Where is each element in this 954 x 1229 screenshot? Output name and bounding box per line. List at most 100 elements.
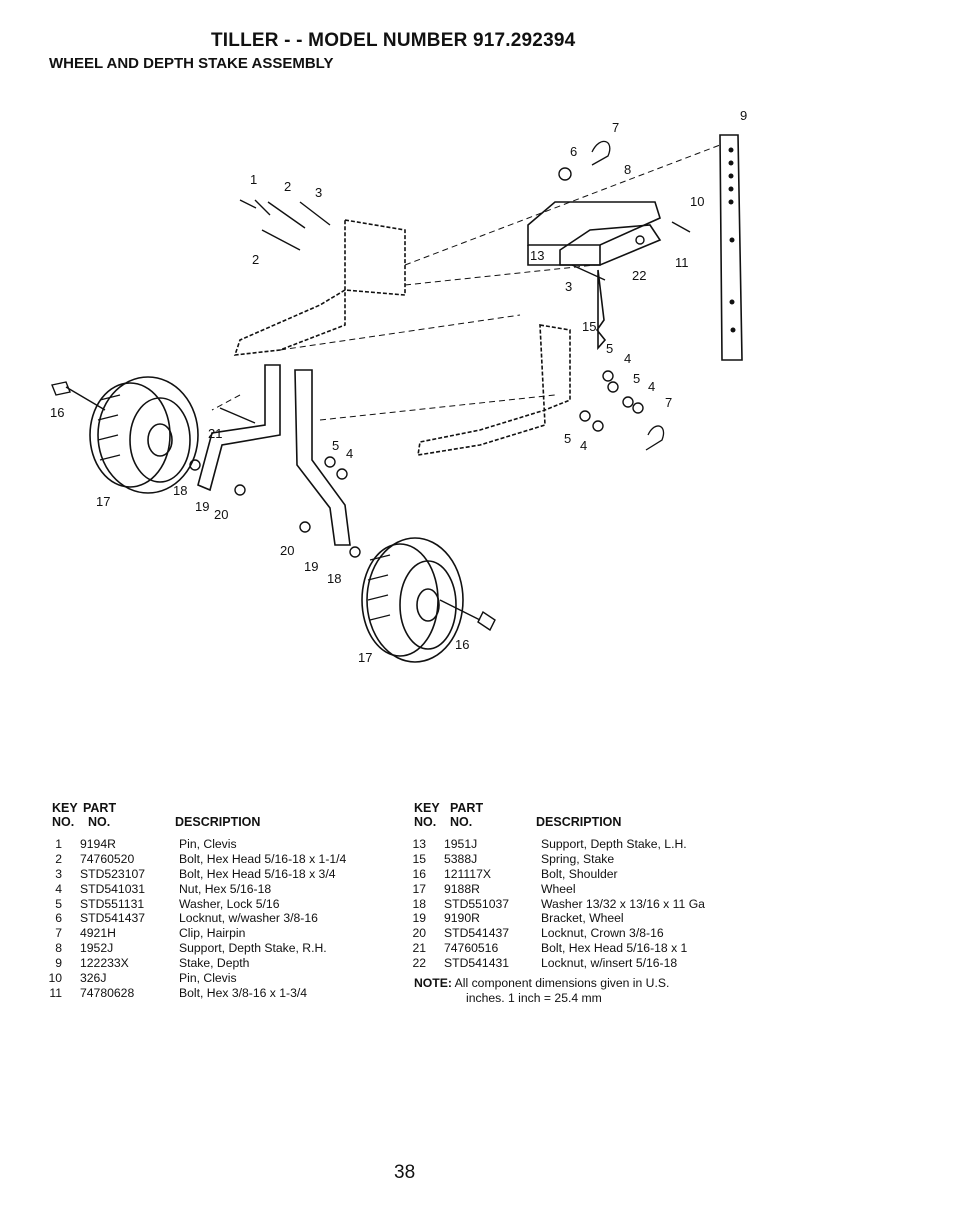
wheel-right xyxy=(361,537,464,663)
callout-label: 5 xyxy=(606,341,613,356)
key-number: 11 xyxy=(49,985,62,1000)
callout-label: 4 xyxy=(648,379,655,394)
callout-label: 22 xyxy=(632,268,646,283)
note-line1: All component dimensions given in U.S. xyxy=(454,976,670,990)
part-description: Stake, Depth xyxy=(179,956,250,971)
table-row: 4 STD541031 Nut, Hex 5/16-18 xyxy=(52,882,412,897)
stake-spring xyxy=(596,269,607,351)
note-line2: inches. 1 inch = 25.4 mm xyxy=(466,991,602,1005)
callout-label: 13 xyxy=(530,248,544,263)
callout-label: 4 xyxy=(346,446,353,461)
key-number: 10 xyxy=(48,971,62,986)
part-description: Locknut, w/insert 5/16-18 xyxy=(541,956,678,971)
part-description: Bolt, Hex Head 5/16-18 x 1 xyxy=(541,941,688,956)
part-number: STD523107 xyxy=(80,866,146,881)
part-number: 74780628 xyxy=(80,985,135,1000)
callout-label: 8 xyxy=(624,162,631,177)
depth-stake-support-lh xyxy=(559,224,662,266)
header-description: DESCRIPTION xyxy=(536,815,622,829)
key-number: 4 xyxy=(55,881,62,896)
part-number: 9188R xyxy=(444,881,480,896)
part-description: Locknut, Crown 3/8-16 xyxy=(541,926,664,941)
callout-label: 19 xyxy=(304,559,318,574)
part-description: Washer, Lock 5/16 xyxy=(179,896,280,911)
callout-label: 3 xyxy=(565,279,572,294)
note-label: NOTE: xyxy=(414,976,452,990)
part-number: STD541431 xyxy=(444,956,510,971)
part-description: Bolt, Hex Head 5/16-18 x 3/4 xyxy=(179,866,336,881)
callout-label: 21 xyxy=(208,426,222,441)
part-description: Nut, Hex 5/16-18 xyxy=(179,881,272,896)
header-part: PART xyxy=(83,801,117,815)
part-number: 1952J xyxy=(80,941,114,956)
key-number: 17 xyxy=(412,881,426,896)
wheel-left xyxy=(89,376,199,494)
part-number: 74760520 xyxy=(80,851,135,866)
key-number: 3 xyxy=(55,866,62,881)
assembly-subtitle: WHEEL AND DEPTH STAKE ASSEMBLY xyxy=(49,55,334,72)
callout-label: 3 xyxy=(315,185,322,200)
callout-label: 9 xyxy=(740,108,747,123)
part-description: Pin, Clevis xyxy=(179,971,237,986)
callout-label: 1 xyxy=(250,172,257,187)
header-key: KEY xyxy=(52,801,78,815)
key-number: 20 xyxy=(412,926,426,941)
callout-label: 15 xyxy=(582,319,596,334)
dimension-note: NOTE: All component dimensions given in … xyxy=(414,976,744,1006)
page-number: 38 xyxy=(394,1162,416,1183)
callout-label: 20 xyxy=(280,543,294,558)
key-number: 9 xyxy=(55,956,62,971)
table-row: 10 326J Pin, Clevis xyxy=(48,971,412,986)
part-description: Spring, Stake xyxy=(541,851,615,866)
part-description: Locknut, w/washer 3/8-16 xyxy=(179,911,318,926)
part-number: STD551131 xyxy=(80,896,145,911)
part-number: 74760516 xyxy=(444,941,499,956)
key-number: 19 xyxy=(412,911,426,926)
callout-label: 20 xyxy=(214,507,228,522)
part-number: STD541031 xyxy=(80,881,146,896)
key-number: 15 xyxy=(412,851,426,866)
part-number: 121117X xyxy=(444,866,491,881)
frame-bracket-lower xyxy=(417,324,571,456)
callout-label: 7 xyxy=(665,395,672,410)
header-description: DESCRIPTION xyxy=(175,815,261,829)
callout-label: 18 xyxy=(327,571,341,586)
part-number: 326J xyxy=(80,971,107,986)
key-number: 18 xyxy=(412,896,426,911)
callout-label: 6 xyxy=(570,144,577,159)
callout-label: 4 xyxy=(624,351,631,366)
header-part-no: NO. xyxy=(88,815,111,829)
table-row: 3 STD523107 Bolt, Hex Head 5/16-18 x 3/4 xyxy=(52,867,412,882)
wheel-bracket-right xyxy=(294,369,351,546)
header-key: KEY xyxy=(414,801,440,815)
callout-label: 11 xyxy=(675,255,689,270)
part-number: STD541437 xyxy=(444,926,510,941)
callout-label: 5 xyxy=(633,371,640,386)
callout-label: 17 xyxy=(96,494,110,509)
callout-label: 16 xyxy=(50,405,64,420)
part-description: Bracket, Wheel xyxy=(541,911,624,926)
key-number: 2 xyxy=(55,851,62,866)
part-description: Bolt, Shoulder xyxy=(541,866,618,881)
part-description: Pin, Clevis xyxy=(179,837,237,851)
callout-label: 7 xyxy=(612,120,619,135)
part-description: Washer 13/32 x 13/16 x 11 Ga xyxy=(541,896,705,911)
part-number: 4921H xyxy=(80,926,116,941)
key-number: 1 xyxy=(55,837,62,851)
callout-label: 18 xyxy=(173,483,187,498)
hairpin-clip xyxy=(645,425,665,451)
